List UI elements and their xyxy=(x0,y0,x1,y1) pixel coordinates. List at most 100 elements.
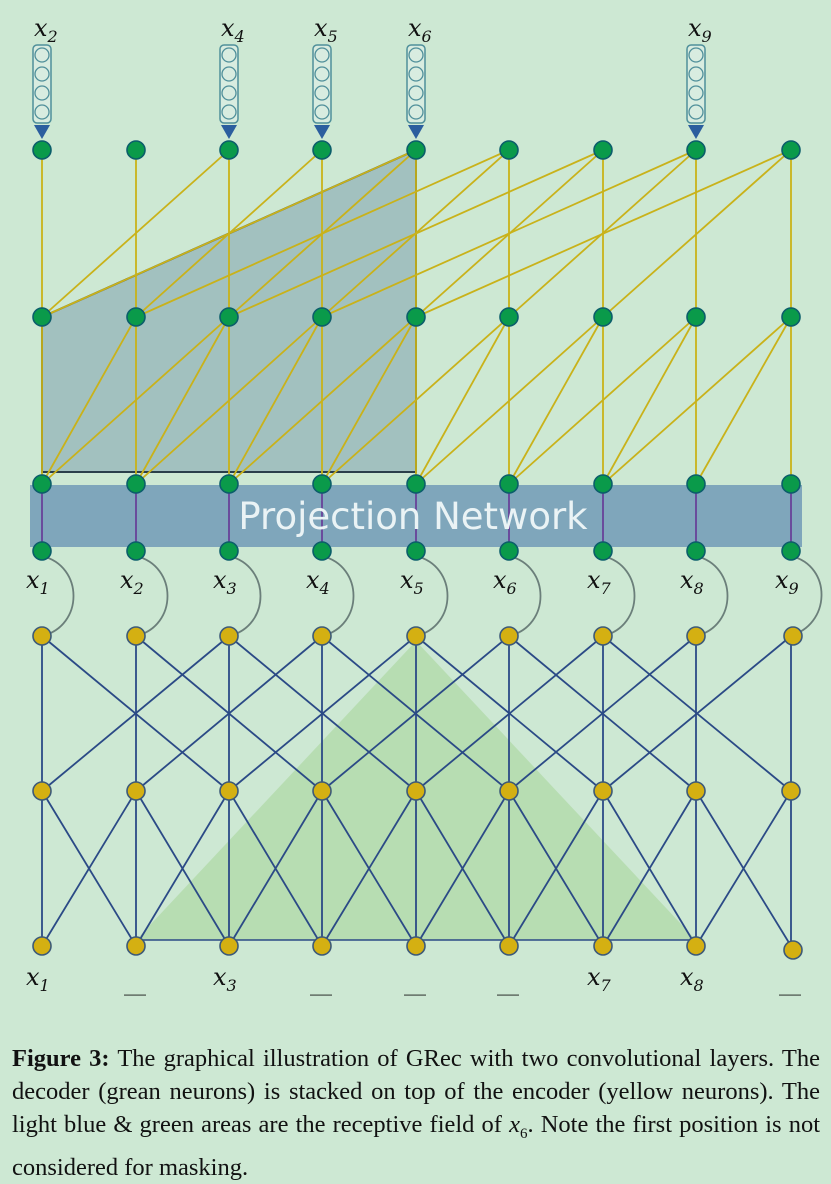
bottom-label-sub: 8 xyxy=(694,976,704,995)
green-neuron xyxy=(219,541,239,561)
decoder-edge xyxy=(228,149,604,318)
caption-text-part2: . Note the first position is not conside… xyxy=(12,1111,821,1181)
connection-edges xyxy=(41,149,823,947)
green-neuron xyxy=(686,474,706,494)
green-neuron xyxy=(312,541,332,561)
caption-text-part1: The graphical illustration of GRec with … xyxy=(12,1045,820,1138)
yellow-neuron xyxy=(686,936,706,956)
embedding-vector xyxy=(406,44,426,124)
green-neuron xyxy=(593,541,613,561)
green-neuron xyxy=(312,307,332,327)
decoder-edge xyxy=(135,316,230,485)
yellow-neuron xyxy=(593,781,613,801)
skip-connection-arc xyxy=(135,555,169,637)
decoder-edge xyxy=(415,149,792,318)
decoder-edge xyxy=(602,316,792,485)
yellow-neuron xyxy=(783,626,803,646)
decoder-edge xyxy=(41,316,137,485)
green-neuron xyxy=(406,474,426,494)
middle-label: x5 xyxy=(400,566,424,598)
embedding-cell xyxy=(34,85,50,101)
yellow-neuron xyxy=(499,936,519,956)
embedding-vector xyxy=(686,44,706,124)
green-neuron xyxy=(781,541,801,561)
yellow-neuron xyxy=(126,936,146,956)
green-neuron xyxy=(781,140,801,160)
green-neuron xyxy=(686,541,706,561)
embedding-cell xyxy=(408,104,424,120)
green-neuron xyxy=(781,474,801,494)
yellow-neuron xyxy=(406,936,426,956)
skip-connection-arc xyxy=(508,555,542,637)
bottom-label: x3 xyxy=(213,963,237,995)
green-neuron xyxy=(126,474,146,494)
embedding-cell xyxy=(221,104,237,120)
encoder-edge xyxy=(415,790,510,947)
yellow-neuron xyxy=(686,626,706,646)
projection-network-label: Projection Network xyxy=(238,495,588,538)
embedding-cell xyxy=(408,85,424,101)
input-label: x5 xyxy=(314,14,338,46)
middle-label-sub: 5 xyxy=(414,579,424,598)
yellow-neuron xyxy=(32,781,52,801)
middle-label: x8 xyxy=(680,566,704,598)
green-neuron xyxy=(686,140,706,160)
skip-connection-arc xyxy=(602,555,636,637)
embedding-cell xyxy=(688,104,704,120)
neurons xyxy=(32,140,803,960)
middle-label-sub: 6 xyxy=(507,579,517,598)
skip-connection-arc xyxy=(788,555,823,637)
middle-label: x2 xyxy=(120,566,144,598)
decoder-edge xyxy=(41,149,417,318)
encoder-edge xyxy=(695,790,792,947)
green-neuron xyxy=(312,140,332,160)
decoder-edge xyxy=(41,149,230,318)
encoder-edge xyxy=(508,790,604,947)
input-label-sub: 2 xyxy=(47,27,58,46)
encoder-edge xyxy=(228,790,323,947)
green-neuron xyxy=(32,474,52,494)
embedding-cell xyxy=(408,66,424,82)
skip-connection-arc xyxy=(41,555,75,637)
encoder-edge xyxy=(41,790,137,947)
green-neuron xyxy=(219,140,239,160)
embedding-cell xyxy=(221,66,237,82)
arrow-down-icon xyxy=(221,125,237,139)
encoder-edge xyxy=(602,790,697,947)
green-neuron xyxy=(32,541,52,561)
yellow-neuron xyxy=(499,781,519,801)
input-label: x9 xyxy=(688,14,712,46)
yellow-neuron xyxy=(406,626,426,646)
bottom-label: __ xyxy=(310,971,332,996)
middle-label-sub: 7 xyxy=(601,579,612,598)
figure-caption: Figure 3: The graphical illustration of … xyxy=(12,1042,820,1184)
encoder-edge xyxy=(602,635,792,792)
encoder-edge xyxy=(135,790,230,947)
middle-label: x1 xyxy=(26,566,50,598)
green-neuron xyxy=(219,474,239,494)
embedding-vector xyxy=(32,44,52,124)
input-label-sub: 5 xyxy=(328,27,338,46)
bottom-label: x8 xyxy=(680,963,704,995)
middle-label-sub: 4 xyxy=(319,579,330,598)
embedding-cell xyxy=(314,47,330,63)
embedding-cell xyxy=(688,47,704,63)
yellow-neuron xyxy=(783,940,803,960)
green-neuron xyxy=(781,307,801,327)
decoder-edge xyxy=(228,316,417,485)
middle-label: x4 xyxy=(306,566,330,598)
middle-label: x6 xyxy=(493,566,517,598)
middle-label-sub: 3 xyxy=(227,579,237,598)
middle-label-sub: 9 xyxy=(789,579,799,598)
middle-label: x9 xyxy=(775,566,799,598)
skip-connection-arc xyxy=(228,555,262,637)
yellow-neuron xyxy=(312,781,332,801)
input-label-sub: 4 xyxy=(234,27,245,46)
arrow-down-icon xyxy=(408,125,424,139)
green-neuron xyxy=(499,474,519,494)
yellow-neuron xyxy=(406,781,426,801)
input-embedding-x4: x4 xyxy=(219,14,245,139)
green-neuron xyxy=(499,140,519,160)
bottom-label: x1 xyxy=(26,963,50,995)
